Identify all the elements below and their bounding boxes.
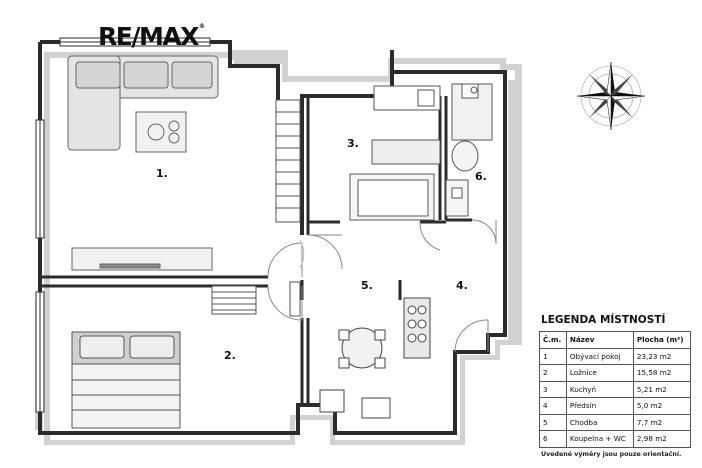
logo-text: RE/MAX xyxy=(98,22,199,51)
legend-header-area: Plocha (m²) xyxy=(632,331,692,349)
kitchen-furniture xyxy=(349,85,469,221)
room-number-2: 2. xyxy=(224,349,236,362)
legend-cell-no: 4 xyxy=(539,397,567,415)
legend-cell-name: Předsín xyxy=(565,397,634,415)
legend-table: Č.m. Název Plocha (m²) 1 Obývací pokoj 2… xyxy=(539,331,692,448)
legend-cell-name: Koupelna + WC xyxy=(565,430,634,448)
legend-cell-no: 3 xyxy=(539,380,567,398)
legend-header-row: Č.m. Název Plocha (m²) xyxy=(539,331,692,349)
legend-cell-no: 1 xyxy=(539,347,567,365)
door-swings xyxy=(267,219,497,353)
bathroom-fixtures xyxy=(451,83,493,172)
legend-cell-area: 5,0 m2 xyxy=(632,397,692,415)
legend-cell-area: 7,7 m2 xyxy=(632,413,692,431)
living-room-furniture xyxy=(67,55,219,271)
room-number-1: 1. xyxy=(156,167,168,180)
hallway-furniture xyxy=(319,297,431,419)
legend-row: 5 Chodba 7,7 m2 xyxy=(539,413,692,431)
legend-cell-no: 5 xyxy=(539,413,567,431)
legend-cell-area: 15,58 m2 xyxy=(632,364,692,382)
legend-cell-name: Kuchyň xyxy=(565,380,634,398)
legend-cell-area: 5,21 m2 xyxy=(632,380,692,398)
bedroom-furniture xyxy=(71,281,301,429)
legend-row: 2 Ložnice 15,58 m2 xyxy=(539,364,692,382)
room-legend: LEGENDA MÍSTNOSTÍ Č.m. Název Plocha (m²)… xyxy=(539,314,699,458)
room-number-3: 3. xyxy=(347,137,359,150)
legend-title: LEGENDA MÍSTNOSTÍ xyxy=(541,314,666,326)
legend-cell-area: 2,98 m2 xyxy=(632,430,692,448)
room-number-4: 4. xyxy=(456,279,468,292)
legend-header-name: Název xyxy=(565,331,634,349)
legend-cell-no: 2 xyxy=(539,364,567,382)
legend-row: 4 Předsín 5,0 m2 xyxy=(539,397,692,415)
legend-cell-name: Chodba xyxy=(565,413,634,431)
compass-rose-icon xyxy=(576,61,646,131)
room-number-6: 6. xyxy=(475,170,487,183)
legend-cell-area: 23,23 m2 xyxy=(632,347,692,365)
logo-registered-mark: ® xyxy=(198,23,205,30)
legend-row: 3 Kuchyň 5,21 m2 xyxy=(539,380,692,398)
legend-row: 1 Obývací pokoj 23,23 m2 xyxy=(539,347,692,365)
windows xyxy=(35,37,211,413)
legend-row: 6 Koupelna + WC 2,98 m2 xyxy=(539,430,692,448)
legend-cell-no: 6 xyxy=(539,430,567,448)
coffee-table xyxy=(135,111,187,153)
remax-logo: RE/MAX® xyxy=(98,22,205,51)
legend-note: Uvedené výměry jsou pouze orientační. xyxy=(541,450,682,458)
wardrobe xyxy=(289,281,301,317)
legend-cell-name: Obývací pokoj xyxy=(565,347,634,365)
staircase xyxy=(211,99,301,315)
room-number-5: 5. xyxy=(361,279,373,292)
legend-cell-name: Ložnice xyxy=(565,364,634,382)
legend-header-no: Č.m. xyxy=(539,331,567,349)
